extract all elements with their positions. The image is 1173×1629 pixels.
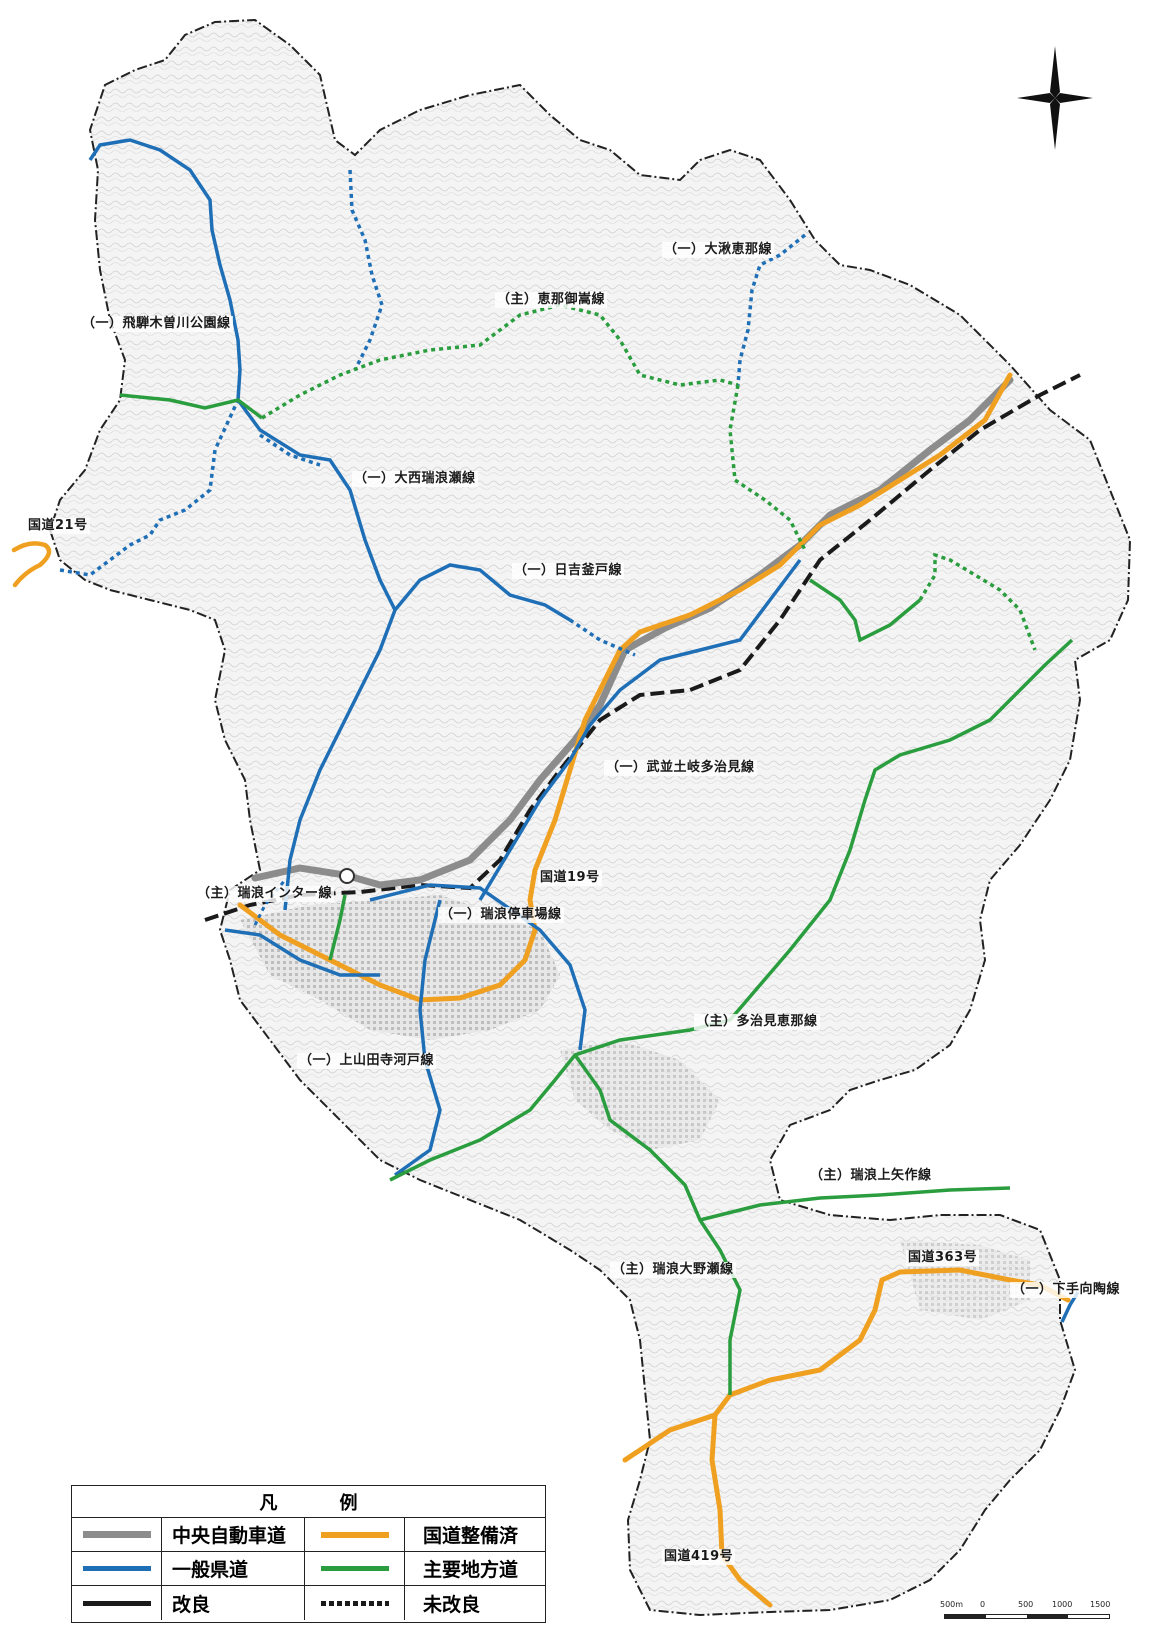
legend-label-unimproved: 未改良 — [423, 1593, 481, 1616]
major-road-ohnose — [573, 1053, 742, 1395]
legend-swatch-national — [305, 1518, 405, 1551]
expressway-line — [251, 376, 1014, 889]
label-tajimi-ena: （主）多治見恵那線 — [694, 1014, 820, 1030]
legend-row-2: 一般県道 主要地方道 — [72, 1552, 545, 1586]
municipal-area — [48, 18, 1132, 1617]
pref-road-west-dotted — [59, 399, 321, 577]
scale-tick-label: 1500 — [1090, 1600, 1111, 1609]
scale-bar: 500m 0 500 1000 1500 — [940, 1600, 1120, 1624]
pref-road-ohkute-ena — [736, 233, 807, 386]
scale-tick-label: 500 — [1018, 1600, 1034, 1609]
legend-swatch-unimproved — [305, 1586, 405, 1620]
label-route19: 国道19号 — [538, 870, 602, 886]
map-legend: 凡 例 中央自動車道 国道整備済 一般県道 主要地方道 改良 未改良 — [71, 1485, 546, 1623]
legend-label-general-pref: 一般県道 — [162, 1552, 305, 1585]
route419-line — [622, 1392, 773, 1608]
label-mizunami-station: （一）瑞浪停車場線 — [438, 907, 564, 923]
legend-swatch-expressway — [72, 1518, 162, 1551]
label-kamiyamada: （一）上山田寺河戸線 — [297, 1053, 437, 1069]
railway-line — [204, 373, 1081, 922]
legend-swatch-general-pref — [72, 1552, 162, 1585]
label-ohnishi-mizunamise: （一）大西瑞浪瀬線 — [352, 471, 478, 487]
legend-title: 凡 例 — [72, 1486, 545, 1518]
label-ena-mitake: （主）恵那御嵩線 — [495, 292, 608, 308]
compass-star-icon — [1017, 46, 1093, 150]
pref-road-hiyoshi-solid — [393, 563, 571, 622]
label-takenami: （一）武並土岐多治見線 — [604, 760, 757, 776]
label-shimotemukae: （一）下手向陶線 — [1010, 1282, 1123, 1298]
label-ohkute-ena: （一）大湫恵那線 — [662, 242, 775, 258]
major-road-kamiyahagi — [699, 1186, 1011, 1222]
urban-area-south — [560, 1040, 720, 1150]
pref-road-hida-kiso — [88, 138, 242, 401]
legend-label-national: 国道整備済 — [423, 1525, 519, 1547]
urban-area — [240, 895, 560, 1040]
label-route363: 国道363号 — [906, 1250, 980, 1266]
major-road-west — [119, 393, 264, 420]
route21-line — [11, 541, 52, 588]
major-road-tajimi-ena — [389, 638, 1074, 1182]
legend-swatch-major-local — [305, 1552, 405, 1585]
legend-label-major-local: 主要地方道 — [423, 1559, 519, 1581]
label-mizunami-kamiyahagi: （主）瑞浪上矢作線 — [808, 1168, 934, 1184]
scale-tick-label: 1000 — [1052, 1600, 1073, 1609]
pref-road-north-dotted — [348, 169, 384, 371]
scale-tick-label: 500m — [940, 1600, 964, 1609]
legend-row-1: 中央自動車道 国道整備済 — [72, 1518, 545, 1552]
label-mizunami-ohnose: （主）瑞浪大野瀬線 — [610, 1262, 736, 1278]
scale-bar-line — [944, 1614, 1110, 1619]
major-road-east-dotted — [728, 384, 1037, 651]
label-hiyoshi-kamado: （一）日吉釜戸線 — [512, 563, 625, 579]
scale-tick-label: 0 — [980, 1600, 986, 1609]
legend-swatch-improved — [72, 1586, 162, 1620]
major-road-ena-mitake — [261, 303, 739, 420]
label-route21: 国道21号 — [26, 518, 90, 534]
major-road-east-solid — [809, 578, 922, 643]
label-hida-kiso: （一）飛騨木曽川公園線 — [80, 316, 233, 332]
label-route419: 国道419号 — [662, 1549, 736, 1565]
pref-road-station — [369, 883, 587, 1051]
label-mizunami-ic: （主）瑞浪インター線 — [195, 886, 335, 902]
legend-label-expressway: 中央自動車道 — [162, 1518, 305, 1551]
interchange-marker — [339, 868, 355, 884]
legend-label-improved: 改良 — [162, 1586, 305, 1620]
route363-line — [727, 1267, 1071, 1398]
major-road-ic — [328, 894, 347, 961]
pref-road-takenami — [478, 558, 802, 901]
legend-row-3: 改良 未改良 — [72, 1586, 545, 1620]
